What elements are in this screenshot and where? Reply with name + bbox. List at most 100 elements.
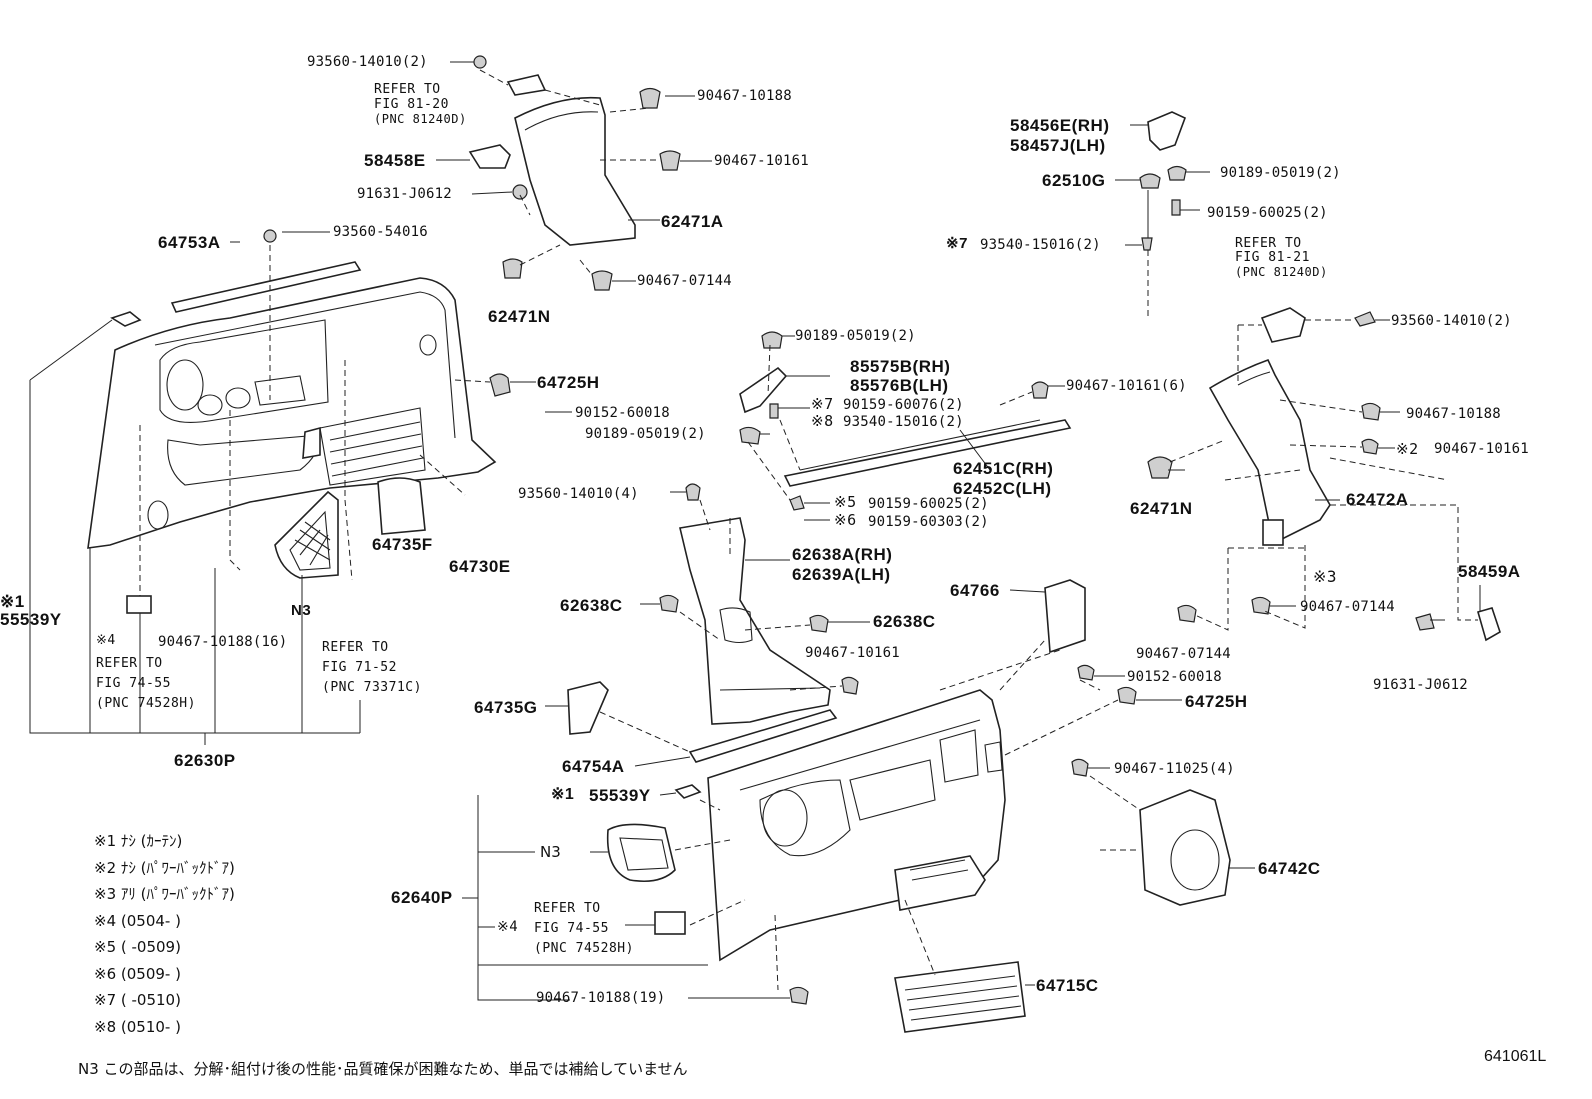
note-marker: ※5	[834, 493, 857, 511]
legend-item: ※5 ( -0509)	[94, 938, 181, 956]
note-marker: ※6	[834, 511, 857, 529]
part-label: 64725H	[1185, 692, 1248, 711]
part-label: 90467-10161	[1434, 441, 1529, 457]
part-label: 62640P	[391, 888, 453, 907]
note-marker: ※1	[551, 786, 575, 803]
figure-reference: REFER TO FIG 81-21 (PNC 81240D)	[1235, 236, 1328, 280]
note-marker: ※4	[497, 919, 519, 935]
part-label: 90467-10188(16)	[158, 634, 288, 650]
note-marker: ※4	[96, 633, 116, 648]
note-marker: ※3	[1313, 567, 1338, 586]
note-marker: ※8	[811, 412, 834, 430]
part-label: 62638C	[560, 596, 623, 615]
legend-item: ※7 ( -0510)	[94, 991, 181, 1009]
note-marker: ※2	[1396, 440, 1419, 458]
part-label: 90152-60018	[575, 405, 670, 421]
part-label: 58459A	[1458, 562, 1521, 581]
part-label: 93540-15016(2)	[980, 237, 1101, 253]
part-label: 90159-60025(2)	[1207, 205, 1328, 221]
reference-line: (PNC 73371C)	[322, 680, 422, 695]
note-marker: ※1	[0, 592, 25, 611]
figure-reference: REFER TO FIG 81-20 (PNC 81240D)	[374, 82, 467, 127]
part-label: 90467-10188	[697, 88, 792, 104]
part-label: 90467-07144	[1136, 646, 1231, 662]
part-label: 64766	[950, 581, 1000, 600]
reference-line: (PNC 74528H)	[96, 696, 196, 711]
part-label: 90467-07144	[1300, 599, 1395, 615]
legend-item: ※4 (0504- )	[94, 911, 181, 930]
footnote: N3 この部品は、分解･組付け後の性能･品質確保が困難なため、単品では補給してい…	[78, 1060, 688, 1078]
part-label: 62452C(LH)	[953, 479, 1052, 498]
reference-line: FIG 71-52	[322, 660, 397, 675]
part-label: 62472A	[1346, 490, 1409, 509]
part-label: 64730E	[449, 557, 511, 576]
part-label: 62451C(RH)	[953, 459, 1054, 478]
center-pillar-trim-62638a	[679, 517, 831, 725]
part-label: 62630P	[174, 751, 236, 770]
reference-line: REFER TO	[96, 656, 163, 671]
part-label: 91631-J0612	[1373, 677, 1468, 693]
part-label: 93560-14010(2)	[1391, 313, 1512, 329]
pillar-trim-62471a	[514, 96, 636, 246]
part-label: N3	[540, 843, 561, 861]
right-lower-trim-panel	[707, 689, 1006, 962]
part-label: 90189-05019(2)	[585, 426, 706, 442]
part-label: 90159-60025(2)	[868, 496, 989, 512]
part-label: 62639A(LH)	[792, 565, 891, 584]
part-label: 85575B(RH)	[850, 357, 951, 376]
figure-reference: REFER TO FIG 74-55 (PNC 74528H)	[96, 654, 196, 714]
part-label: 90467-11025(4)	[1114, 761, 1235, 777]
part-label: 58456E(RH)	[1010, 116, 1110, 135]
reference-line: REFER TO	[322, 640, 389, 655]
part-label: 93560-14010(4)	[518, 486, 639, 502]
part-label: 90467-10161(6)	[1066, 378, 1187, 394]
figure-reference: REFER TO FIG 74-55 (PNC 74528H)	[534, 899, 634, 959]
part-label: 90159-60076(2)	[843, 397, 964, 413]
legend: ※1 ﾅｼ (ｶｰﾃﾝ) ※2 ﾅｼ (ﾊﾟﾜｰﾊﾞｯｸﾄﾞｱ) ※3 ｱﾘ (…	[94, 828, 235, 1040]
part-label: 90467-07144	[637, 273, 732, 289]
part-label: 93560-54016	[333, 224, 428, 240]
reference-line: FIG 81-21	[1235, 250, 1310, 265]
part-label: N3	[291, 602, 312, 619]
note-marker: ※7	[811, 395, 834, 413]
part-label: 93540-15016(2)	[843, 414, 964, 430]
part-label: 90467-10161	[714, 153, 809, 169]
part-label: 55539Y	[589, 786, 651, 805]
part-label: 62471A	[661, 212, 724, 231]
reference-line: FIG 81-20	[374, 97, 449, 112]
part-label: 91631-J0612	[357, 186, 452, 202]
part-label: 64725H	[537, 373, 600, 392]
reference-line: FIG 74-55	[96, 676, 171, 691]
part-label: 58457J(LH)	[1010, 136, 1106, 155]
part-label: 62510G	[1042, 171, 1106, 190]
part-label: 64754A	[562, 757, 625, 776]
note-marker: ※7	[946, 235, 968, 252]
reference-line: FIG 74-55	[534, 921, 609, 936]
part-label: 90467-10161	[805, 645, 900, 661]
part-label: 90189-05019(2)	[795, 328, 916, 344]
roof-side-rail-62451c	[783, 419, 1072, 487]
part-label: 62471N	[488, 307, 551, 326]
reference-line: (PNC 81240D)	[374, 112, 467, 126]
part-label: 62471N	[1130, 499, 1193, 518]
legend-item: ※2 ﾅｼ (ﾊﾟﾜｰﾊﾞｯｸﾄﾞｱ)	[94, 858, 235, 877]
pillar-trim-62472a	[1208, 359, 1331, 541]
reference-line: (PNC 74528H)	[534, 941, 634, 956]
reference-line: REFER TO	[534, 901, 601, 916]
roof-side-molding-shape	[170, 261, 362, 313]
legend-item: ※1 ﾅｼ (ｶｰﾃﾝ)	[94, 832, 183, 850]
part-label: 93560-14010(2)	[307, 54, 428, 70]
part-label: 90467-10188(19)	[536, 990, 666, 1006]
legend-item: ※6 (0509- )	[94, 964, 181, 983]
part-label: 90159-60303(2)	[868, 514, 989, 530]
leader-lines	[29, 61, 1481, 1001]
part-label: 58458E	[364, 151, 426, 170]
part-label: 64735F	[372, 535, 433, 554]
reference-line: (PNC 81240D)	[1235, 265, 1328, 279]
reference-line: REFER TO	[374, 82, 441, 97]
reference-line: REFER TO	[1235, 236, 1302, 251]
legend-item: ※3 ｱﾘ (ﾊﾟﾜｰﾊﾞｯｸﾄﾞｱ)	[94, 885, 235, 903]
part-label: 64753A	[158, 233, 221, 252]
part-label: 64742C	[1258, 859, 1321, 878]
